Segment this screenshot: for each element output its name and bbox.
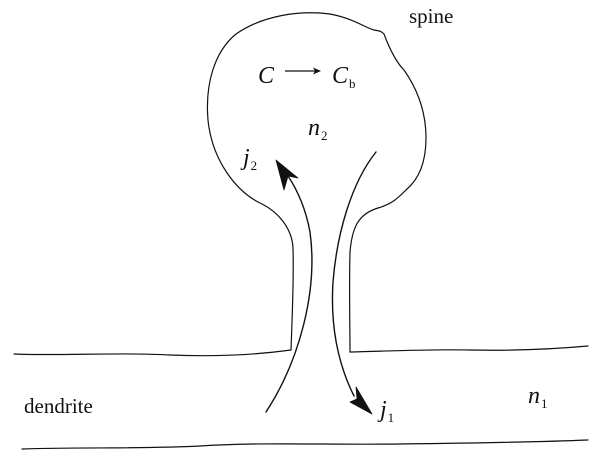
dendrite-label: dendrite — [24, 396, 93, 417]
n1-subscript: 1 — [541, 396, 548, 411]
n2-label: n2 — [308, 116, 328, 142]
j2-subscript: 2 — [250, 158, 258, 173]
spine-outline — [206, 12, 427, 353]
flux-j2-arrowhead — [275, 159, 299, 191]
dendrite-upper-boundary-left — [13, 349, 292, 357]
n2-symbol: n — [308, 115, 320, 141]
n2-subscript: 2 — [321, 128, 328, 143]
flux-j1-arrowhead — [349, 386, 373, 415]
j1-subscript: 1 — [387, 410, 395, 425]
flux-j1-arrow — [331, 151, 377, 397]
flux-j2-arrow — [265, 175, 313, 413]
dendrite-lower-boundary — [21, 439, 589, 450]
n1-label: n1 — [528, 384, 548, 410]
reaction-to-letter: C — [332, 63, 349, 89]
j1-symbol: j — [380, 397, 387, 423]
reaction-arrow-icon — [285, 67, 322, 75]
j2-symbol: j — [243, 145, 250, 171]
j1-label: j1 — [380, 398, 394, 424]
spine-label-text: spine — [409, 4, 454, 28]
n1-symbol: n — [528, 383, 540, 409]
spine-label: spine — [409, 6, 453, 27]
binding-reaction-label: C Cb — [258, 64, 356, 90]
j2-label: j2 — [243, 146, 257, 172]
dendrite-label-text: dendrite — [24, 394, 93, 418]
reaction-from-symbol: C — [258, 63, 275, 89]
reaction-to-subscript: b — [349, 76, 356, 91]
reaction-to-symbol: Cb — [332, 64, 356, 90]
dendrite-upper-boundary-right — [349, 345, 589, 353]
